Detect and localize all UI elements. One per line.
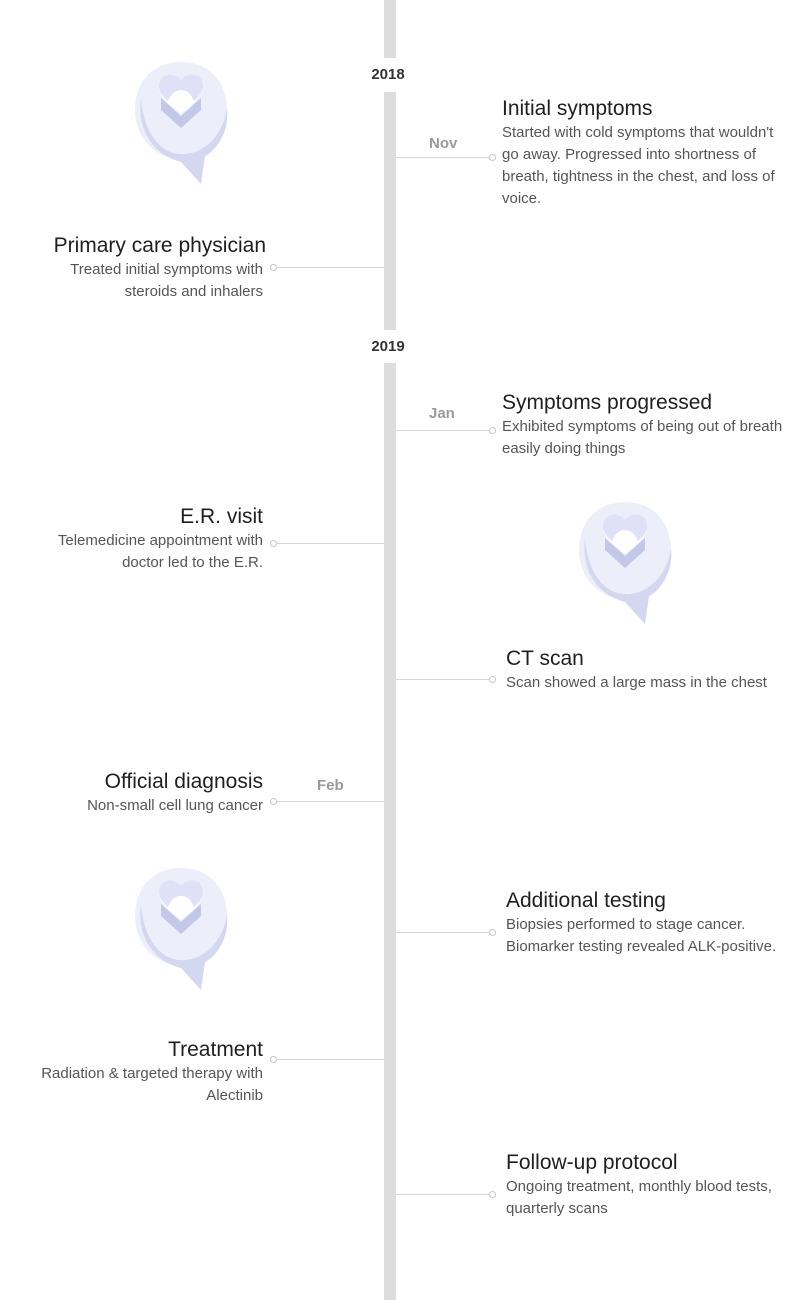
event-title: Additional testing — [506, 889, 666, 912]
timeline-event-ct-scan: CT scan Scan showed a large mass in the … — [506, 645, 776, 694]
timeline-event-primary-care: Primary care physician Treated initial s… — [10, 232, 266, 303]
connector-dot — [489, 929, 496, 936]
connector-dot — [489, 154, 496, 161]
event-title: Symptoms progressed — [502, 391, 713, 414]
timeline-spine-top — [384, 0, 396, 58]
connector-dot — [489, 427, 496, 434]
timeline-spine-2019 — [384, 363, 396, 1300]
heart-speech-bubble-icon — [575, 498, 675, 628]
connector-dot — [270, 264, 277, 271]
connector-dot — [489, 676, 496, 683]
timeline-event-initial-symptoms: Initial symptoms Started with cold sympt… — [502, 95, 792, 210]
event-description: Radiation & targeted therapy with Alecti… — [41, 1065, 263, 1104]
connector-line — [276, 801, 384, 802]
event-description: Ongoing treatment, monthly blood tests, … — [506, 1178, 772, 1217]
connector-line — [396, 1194, 490, 1195]
connector-line — [396, 157, 490, 158]
year-label-2018: 2018 — [371, 66, 405, 83]
event-title: Primary care physician — [53, 234, 266, 257]
month-label-nov: Nov — [429, 135, 458, 152]
heart-speech-bubble-icon — [131, 864, 231, 994]
connector-line — [276, 543, 384, 544]
heart-speech-bubble-icon — [131, 58, 231, 188]
timeline-event-additional-testing: Additional testing Biopsies performed to… — [506, 887, 796, 958]
event-title: E.R. visit — [180, 505, 263, 528]
event-title: Official diagnosis — [104, 770, 263, 793]
event-description: Started with cold symptoms that wouldn't… — [502, 124, 775, 207]
event-title: Treatment — [168, 1038, 263, 1061]
year-label-2019: 2019 — [371, 338, 405, 355]
timeline-event-follow-up-protocol: Follow-up protocol Ongoing treatment, mo… — [506, 1149, 796, 1220]
event-title: Initial symptoms — [502, 97, 653, 120]
connector-line — [276, 1059, 384, 1060]
connector-dot — [270, 1056, 277, 1063]
timeline-event-symptoms-progressed: Symptoms progressed Exhibited symptoms o… — [502, 389, 792, 460]
timeline-event-er-visit: E.R. visit Telemedicine appointment with… — [10, 503, 263, 574]
event-description: Treated initial symptoms with steroids a… — [70, 261, 263, 300]
event-title: CT scan — [506, 647, 584, 670]
connector-dot — [270, 540, 277, 547]
timeline-event-official-diagnosis: Official diagnosis Non-small cell lung c… — [10, 768, 263, 817]
connector-dot — [489, 1191, 496, 1198]
event-description: Scan showed a large mass in the chest — [506, 674, 767, 691]
event-title: Follow-up protocol — [506, 1151, 678, 1174]
timeline-spine-2018 — [384, 92, 396, 330]
event-description: Telemedicine appointment with doctor led… — [57, 532, 263, 571]
event-description: Exhibited symptoms of being out of breat… — [502, 418, 783, 457]
connector-line — [396, 679, 490, 680]
event-description: Non-small cell lung cancer — [87, 797, 263, 814]
connector-line — [396, 430, 490, 431]
connector-line — [276, 267, 384, 268]
event-description: Biopsies performed to stage cancer. Biom… — [506, 916, 777, 955]
connector-dot — [270, 798, 277, 805]
connector-line — [396, 932, 490, 933]
month-label-jan: Jan — [429, 405, 455, 422]
timeline-event-treatment: Treatment Radiation & targeted therapy w… — [10, 1036, 263, 1107]
month-label-feb: Feb — [317, 777, 344, 794]
